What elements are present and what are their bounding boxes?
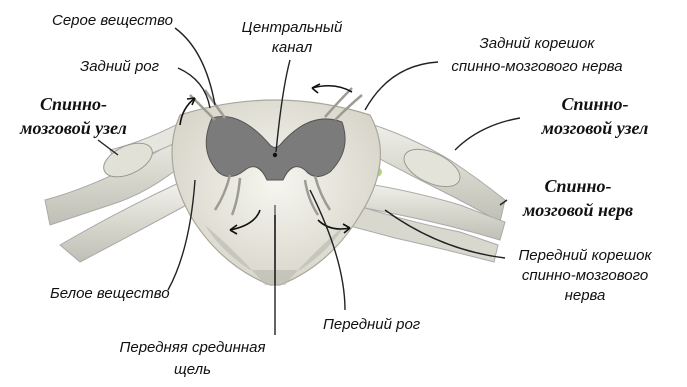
label-anterior-median-fissure: Передняя срединная щель	[100, 337, 285, 381]
label-ventral-horn: Передний рог	[323, 316, 420, 333]
label-dorsal-root: Задний корешок спинно-мозгового нерва	[432, 32, 642, 78]
label-spinal-ganglion-left: Спинно- мозговой узел	[6, 92, 141, 140]
spinal-cord-body	[172, 100, 380, 285]
label-dorsal-horn: Задний рог	[80, 58, 159, 75]
label-white-matter: Белое вещество	[50, 285, 170, 302]
label-spinal-ganglion-right: Спинно- мозговой узел	[520, 92, 670, 140]
label-gray-matter: Серое вещество	[52, 12, 173, 29]
central-canal	[273, 153, 277, 157]
label-spinal-nerve: Спинно- мозговой нерв	[508, 174, 648, 222]
label-ventral-root: Передний корешок спинно-мозгового нерва	[500, 246, 670, 306]
label-central-canal: Центральный канал	[237, 18, 347, 58]
